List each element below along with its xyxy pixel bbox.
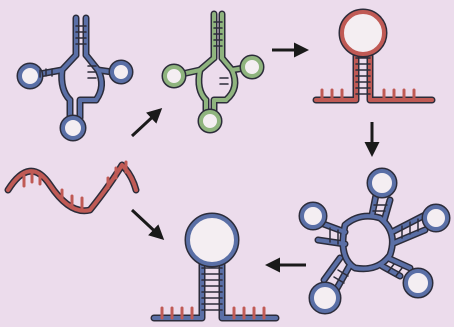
hairpin-blue [154,216,276,318]
multibranch-blue [302,171,447,311]
trna-green [165,14,261,130]
trna-blue [20,18,130,138]
hairpin-red [316,12,432,100]
arrow-strand-to-hairpin [132,210,162,238]
arrow-blue-to-green [132,110,160,136]
single-strand-red [8,162,136,211]
